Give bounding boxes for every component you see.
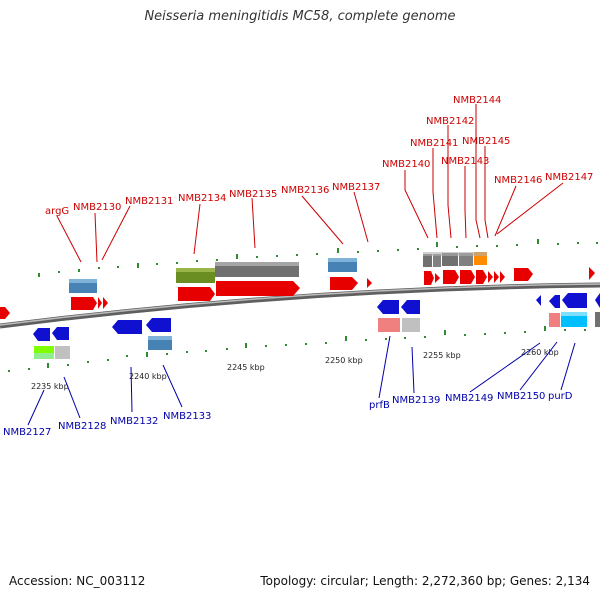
gene-box[interactable] [442,253,458,266]
gene-arrow[interactable] [367,278,372,288]
gene-arrow[interactable] [514,268,533,281]
gene-label-NMB2133[interactable]: NMB2133 [163,411,211,422]
gene-label-NMB2149[interactable]: NMB2149 [445,393,493,404]
gene-arrow[interactable] [595,293,600,308]
gene-arrow[interactable] [494,271,499,283]
gene-arrow[interactable] [536,295,541,306]
kbp-label: 2255 kbp [423,351,461,360]
gene-box[interactable] [402,318,420,332]
gene-arrow[interactable] [424,271,434,285]
gene-label-NMB2128[interactable]: NMB2128 [58,421,106,432]
gene-label-prfB[interactable]: prfB [369,400,390,411]
gene-arrow[interactable] [52,327,69,340]
gene-arrow[interactable] [549,295,560,308]
gene-arrow[interactable] [589,267,595,280]
gene-arrow[interactable] [216,281,300,296]
gene-box[interactable] [378,318,400,332]
gene-box[interactable] [595,312,600,327]
reverse-strand-features [33,293,600,359]
gene-arrow[interactable] [178,287,215,301]
gene-box[interactable] [55,346,70,359]
gene-arrow[interactable] [33,328,50,341]
gene-label-NMB2136[interactable]: NMB2136 [281,185,329,196]
gene-label-NMB2150[interactable]: NMB2150 [497,391,545,402]
kbp-label: 2240 kbp [129,372,167,381]
gene-label-NMB2143[interactable]: NMB2143 [441,156,489,167]
gene-arrow[interactable] [146,318,171,332]
gene-label-NMB2127[interactable]: NMB2127 [3,427,51,438]
genome-backbone [0,282,600,329]
forward-strand-features [0,252,595,319]
bottom-leader-lines [27,335,576,426]
gene-label-NMB2147[interactable]: NMB2147 [545,172,593,183]
gene-label-argG[interactable]: argG [45,206,69,217]
gene-arrow[interactable] [330,277,358,290]
gene-label-NMB2141[interactable]: NMB2141 [410,138,458,149]
gene-box[interactable] [423,254,432,267]
gene-arrow[interactable] [401,300,420,314]
accession-text: Accession: NC_003112 [9,574,146,588]
gene-arrow[interactable] [112,320,142,334]
gene-arrow[interactable] [0,307,10,319]
gene-label-NMB2135[interactable]: NMB2135 [229,189,277,200]
top-leader-lines [56,104,564,263]
gene-arrow[interactable] [443,270,459,284]
gene-label-NMB2140[interactable]: NMB2140 [382,159,430,170]
gene-box[interactable] [433,254,441,267]
gene-arrow[interactable] [488,271,493,283]
gene-arrow[interactable] [460,270,475,284]
gene-label-NMB2144[interactable]: NMB2144 [453,95,501,106]
gene-label-NMB2145[interactable]: NMB2145 [462,136,510,147]
gene-arrow[interactable] [562,293,587,308]
gene-label-NMB2146[interactable]: NMB2146 [494,175,542,186]
map-title: Neisseria meningitidis MC58, complete ge… [144,9,456,24]
gene-arrow[interactable] [500,271,505,283]
gene-arrow[interactable] [377,300,399,314]
top-tick-row [38,239,598,277]
gene-arrow[interactable] [103,297,108,309]
kbp-label: 2260 kbp [521,348,559,357]
genome-summary-text: Topology: circular; Length: 2,272,360 bp… [260,574,590,588]
kbp-label: 2250 kbp [325,356,363,365]
gene-box[interactable] [459,253,473,266]
gene-box[interactable] [549,313,560,327]
kbp-label: 2235 kbp [31,382,69,391]
gene-arrow[interactable] [71,297,97,310]
gene-arrow[interactable] [435,273,440,283]
gene-label-NMB2130[interactable]: NMB2130 [73,202,121,213]
gene-label-NMB2134[interactable]: NMB2134 [178,193,226,204]
gene-arrow[interactable] [476,270,487,284]
gene-label-NMB2131[interactable]: NMB2131 [125,196,173,207]
gene-arrow[interactable] [98,297,102,309]
gene-label-NMB2132[interactable]: NMB2132 [110,416,158,427]
gene-label-NMB2137[interactable]: NMB2137 [332,182,380,193]
bottom-tick-row [8,326,586,372]
gene-label-NMB2142[interactable]: NMB2142 [426,116,474,127]
gene-label-purD[interactable]: purD [548,391,573,402]
gene-label-NMB2139[interactable]: NMB2139 [392,395,440,406]
kbp-label: 2245 kbp [227,363,265,372]
